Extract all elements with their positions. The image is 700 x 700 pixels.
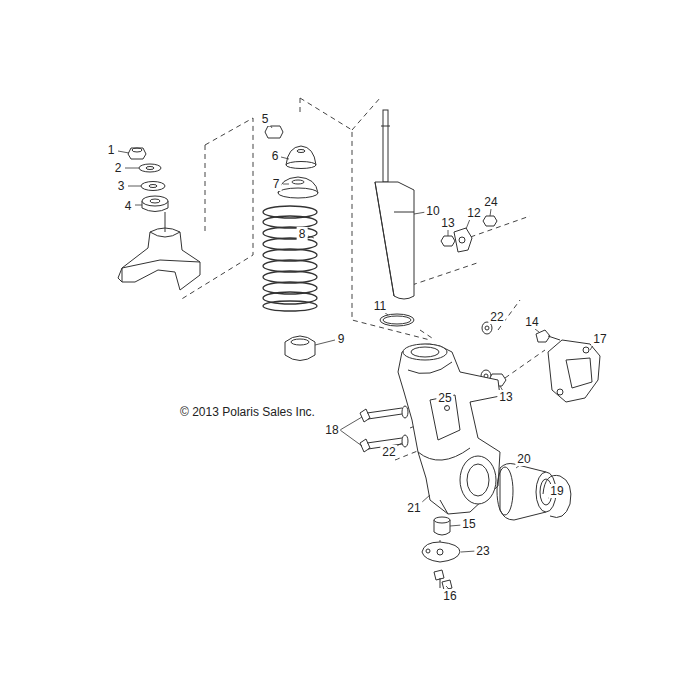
callout-number: 3 [116, 179, 127, 193]
callout-number: 23 [474, 544, 491, 558]
callout-number: 6 [270, 149, 281, 163]
callout-number: 13 [497, 390, 514, 404]
callout-number: 5 [260, 112, 271, 126]
callout-number: 4 [123, 199, 134, 213]
callout-number: 1 [106, 143, 117, 157]
callout-number: 17 [591, 332, 608, 346]
callout-number: 16 [441, 589, 458, 603]
callout-number: 18 [323, 423, 340, 437]
callout-number: 22 [488, 310, 505, 324]
callout-number: 8 [297, 227, 308, 241]
callout-number: 2 [113, 161, 124, 175]
callout-number: 25 [436, 391, 453, 405]
copyright-note: © 2013 Polaris Sales Inc. [178, 405, 317, 419]
callout-number: 20 [515, 452, 532, 466]
callout-number: 15 [460, 517, 477, 531]
callout-number: 12 [465, 206, 482, 220]
callout-number: 21 [405, 501, 422, 515]
callout-number: 11 [372, 299, 388, 313]
callout-number: 9 [336, 332, 347, 346]
callout-number: 7 [271, 177, 282, 191]
callout-number: 22 [380, 445, 397, 459]
callout-number: 24 [482, 195, 499, 209]
callout-number: 14 [523, 315, 540, 329]
callout-number: 19 [548, 484, 565, 498]
callout-number: 13 [439, 216, 456, 230]
